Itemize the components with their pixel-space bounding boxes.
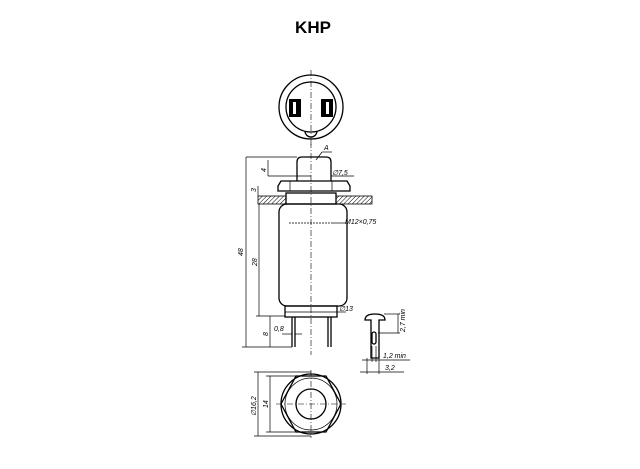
side-view: A 4 ∅7,5 3 48 28 M12×0,75 ∅13 8 0,8 <box>238 142 376 355</box>
dim-terminal-hole: 1,2 min <box>383 353 406 360</box>
dim-pin-width: 0,8 <box>274 326 284 333</box>
dim-nut-across-flats: 14 <box>263 400 270 408</box>
dim-body-length: 28 <box>252 258 259 267</box>
dim-button-height: 4 <box>261 168 268 172</box>
bottom-view: ∅16,2 14 <box>251 370 346 438</box>
dim-button-diameter: ∅7,5 <box>332 170 348 177</box>
dim-nut-across-corners: ∅16,2 <box>251 396 258 416</box>
dim-overall-length: 48 <box>238 248 245 256</box>
dim-body-diameter: ∅13 <box>339 306 353 313</box>
label-a: A <box>323 145 329 152</box>
dim-terminal-width: 3,2 <box>385 365 395 372</box>
dim-thread: M12×0,75 <box>345 219 376 226</box>
top-view <box>278 70 344 145</box>
dim-pin-length: 8 <box>263 332 270 336</box>
dim-terminal-height: 2,7 min <box>400 309 407 333</box>
terminal-detail: 2,7 min 1,2 min 3,2 <box>360 309 410 374</box>
drawing-title: KHP <box>295 18 331 37</box>
dim-nut-thickness: 3 <box>251 188 258 192</box>
